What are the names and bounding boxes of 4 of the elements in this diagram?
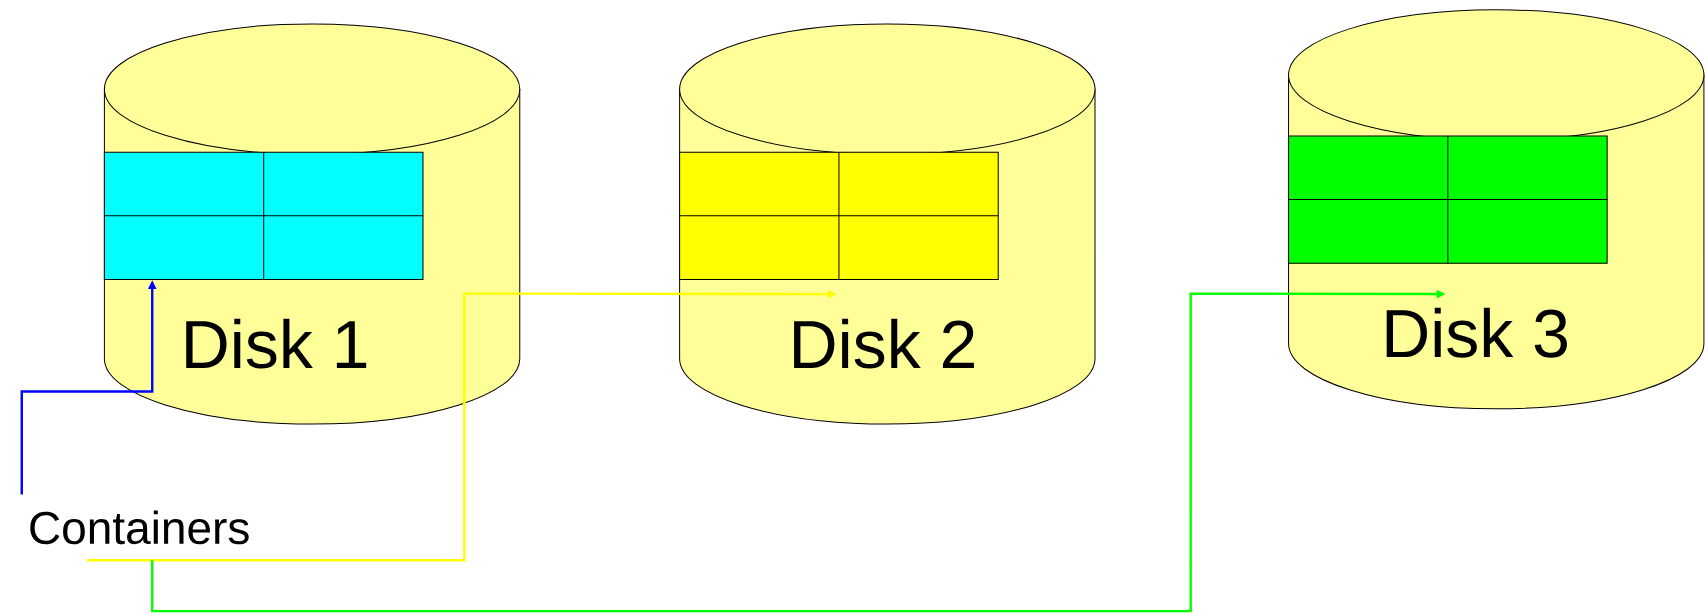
- text-label: Containers: [30, 510, 249, 545]
- container-grid: [103, 151, 424, 280]
- container-grid: [679, 151, 999, 280]
- container-grid: [1288, 135, 1608, 264]
